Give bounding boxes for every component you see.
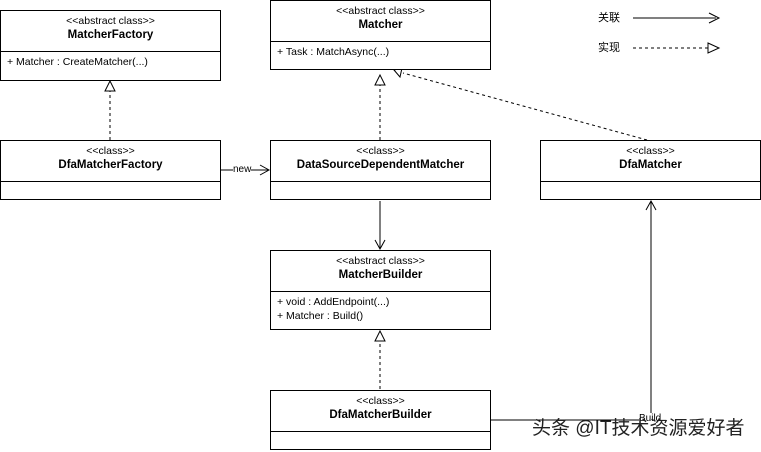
edge-label-new: new bbox=[233, 164, 252, 176]
edge-label-build: Build bbox=[639, 413, 662, 425]
class-members: + void : AddEndpoint(...) + Matcher : Bu… bbox=[271, 292, 490, 326]
class-dfa-matcher: <<class>> DfaMatcher bbox=[540, 140, 761, 200]
watermark-text: 头条 @IT技术资源爱好者 bbox=[532, 418, 745, 439]
stereotype: <<class>> bbox=[626, 145, 675, 157]
association-build-arrow bbox=[645, 199, 657, 211]
legend-association-arrow bbox=[708, 12, 721, 24]
stereotype: <<abstract class>> bbox=[336, 255, 425, 267]
member: + Task : MatchAsync(...) bbox=[277, 46, 390, 58]
member: + void : AddEndpoint(...) bbox=[277, 296, 390, 308]
class-name: MatcherFactory bbox=[67, 29, 154, 41]
class-header: <<class>> DataSourceDependentMatcher bbox=[271, 141, 490, 182]
class-name: DfaMatcher bbox=[619, 159, 682, 171]
realization-arrow-matcher-1 bbox=[374, 73, 386, 86]
class-header: <<abstract class>> MatcherBuilder bbox=[271, 251, 490, 292]
class-matcher-builder: <<abstract class>> MatcherBuilder + void… bbox=[270, 250, 491, 330]
class-members: + Task : MatchAsync(...) bbox=[271, 42, 490, 62]
member: + Matcher : Build() bbox=[277, 310, 364, 322]
class-header: <<class>> DfaMatcherFactory bbox=[1, 141, 220, 182]
legend-realization-label: 实现 bbox=[598, 42, 620, 54]
class-header: <<abstract class>> MatcherFactory bbox=[1, 11, 220, 52]
class-name: DfaMatcherBuilder bbox=[329, 409, 432, 421]
stereotype: <<class>> bbox=[356, 395, 405, 407]
stereotype: <<class>> bbox=[86, 145, 135, 157]
legend-association-label: 关联 bbox=[598, 12, 620, 24]
legend-realization-arrow bbox=[707, 42, 721, 54]
class-header: <<class>> DfaMatcherBuilder bbox=[271, 391, 490, 432]
class-data-source-dependent-matcher: <<class>> DataSourceDependentMatcher bbox=[270, 140, 491, 200]
association-new-arrow bbox=[259, 164, 271, 176]
class-dfa-matcher-builder: <<class>> DfaMatcherBuilder bbox=[270, 390, 491, 450]
class-name: MatcherBuilder bbox=[338, 269, 423, 281]
association-builder-arrow bbox=[374, 239, 386, 251]
class-name: DataSourceDependentMatcher bbox=[296, 159, 465, 171]
class-name: Matcher bbox=[358, 19, 403, 31]
class-members: + Matcher : CreateMatcher(...) bbox=[1, 52, 220, 72]
realization-dfamatcher-to-matcher bbox=[402, 72, 648, 141]
stereotype: <<class>> bbox=[356, 145, 405, 157]
stereotype: <<abstract class>> bbox=[336, 5, 425, 17]
realization-arrow-factory bbox=[104, 79, 116, 92]
class-matcher: <<abstract class>> Matcher + Task : Matc… bbox=[270, 0, 491, 70]
association-build bbox=[490, 202, 652, 421]
class-matcher-factory: <<abstract class>> MatcherFactory + Matc… bbox=[0, 10, 221, 81]
class-dfa-matcher-factory: <<class>> DfaMatcherFactory bbox=[0, 140, 221, 200]
member: + Matcher : CreateMatcher(...) bbox=[7, 56, 148, 68]
class-header: <<abstract class>> Matcher bbox=[271, 1, 490, 42]
class-header: <<class>> DfaMatcher bbox=[541, 141, 760, 182]
class-name: DfaMatcherFactory bbox=[58, 159, 163, 171]
stereotype: <<abstract class>> bbox=[66, 15, 155, 27]
realization-arrow-builder bbox=[374, 329, 386, 342]
